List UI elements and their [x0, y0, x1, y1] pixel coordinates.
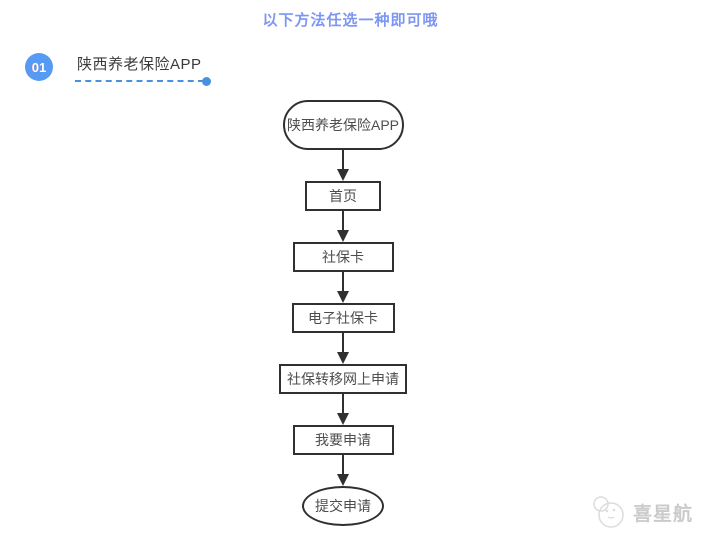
- arrow-head: [337, 474, 349, 486]
- arrow-shaft: [342, 272, 344, 291]
- down-arrow: [337, 333, 349, 364]
- xixinghang-mascot-icon: [593, 496, 624, 528]
- section-label-text: 陕西养老保险APP: [77, 56, 202, 73]
- arrow-shaft: [342, 394, 344, 413]
- down-arrow: [337, 394, 349, 425]
- flow-node-process: 社保转移网上申请: [279, 364, 407, 394]
- arrow-shaft: [342, 211, 344, 230]
- arrow-head: [337, 230, 349, 242]
- flow-node-terminator-rounded: 陕西养老保险APP: [282, 100, 404, 150]
- arrow-head: [337, 413, 349, 425]
- underline-end-dot: [201, 77, 211, 86]
- arrow-head: [337, 352, 349, 364]
- flow-node-process: 社保卡: [292, 242, 394, 272]
- section-header: 01 陕西养老保险APP: [25, 50, 211, 86]
- flow-node-process: 首页: [305, 181, 381, 211]
- section-label: 陕西养老保险APP: [75, 50, 211, 86]
- arrow-shaft: [342, 455, 344, 474]
- arrow-shaft: [342, 150, 344, 169]
- flow-node-terminator-ellipse: 提交申请: [302, 486, 384, 526]
- arrow-head: [337, 169, 349, 181]
- flowchart: 陕西养老保险APP 首页社保卡电子社保卡社保转移网上申请我要申请提交申请: [279, 100, 407, 526]
- flow-node-process: 电子社保卡: [291, 303, 395, 333]
- down-arrow: [337, 455, 349, 486]
- step-number-badge: 01: [25, 53, 53, 81]
- arrow-head: [337, 291, 349, 303]
- down-arrow: [337, 272, 349, 303]
- arrow-shaft: [342, 333, 344, 352]
- watermark-brand-text: 喜星航: [632, 503, 693, 525]
- flow-node-process: 我要申请: [292, 425, 394, 455]
- watermark: 喜星航: [589, 494, 693, 530]
- page-title: 以下方法任选一种即可哦: [262, 12, 439, 29]
- down-arrow: [337, 150, 349, 181]
- down-arrow: [337, 211, 349, 242]
